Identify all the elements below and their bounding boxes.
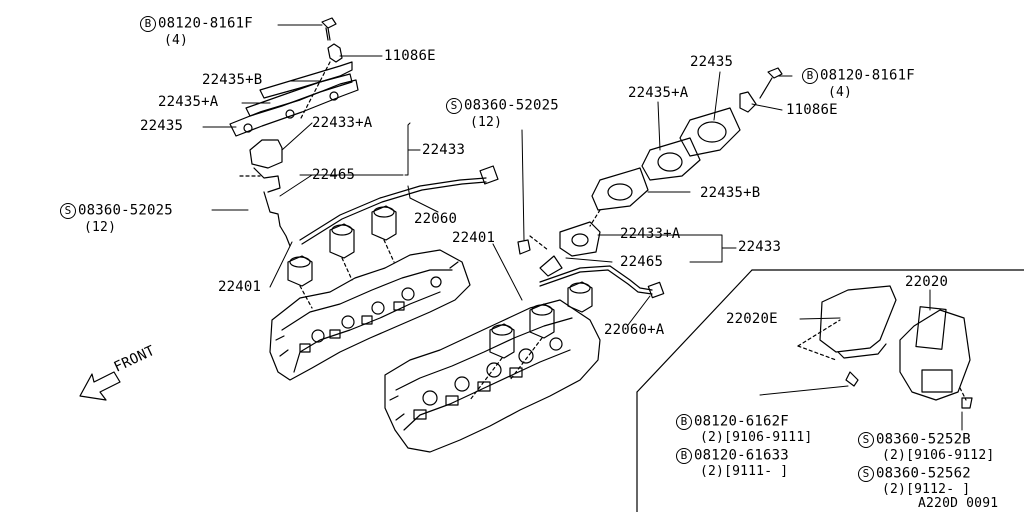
bolt-symbol-icon: B xyxy=(676,448,692,464)
label-sensor-right: 22433 xyxy=(738,239,782,255)
label-sensor-left-a: 22433+A xyxy=(312,115,373,131)
leader-lines xyxy=(202,24,963,431)
label-plug-right: 22401 xyxy=(452,230,496,246)
label-gasket-right-b: 22435+B xyxy=(700,185,761,201)
front-arrow-icon xyxy=(79,371,121,401)
label-bracket-right: 11086E xyxy=(786,102,838,118)
screw-symbol-icon: S xyxy=(446,98,462,114)
label-gasket-left: 22435 xyxy=(140,118,184,134)
screw-symbol-icon: S xyxy=(60,203,76,219)
label-module: 22020 xyxy=(905,274,949,290)
label-drawing-id: A220D 0091 xyxy=(918,496,999,511)
label-connector-left: 22465 xyxy=(312,167,356,183)
label-gasket-right-a: 22435+A xyxy=(628,85,689,101)
label-sensor-left: 22433 xyxy=(422,142,466,158)
left-ignition-coils xyxy=(287,165,499,309)
left-sensor-stack xyxy=(229,17,359,247)
label-bracket-left: 11086E xyxy=(384,48,436,64)
label-harness-right: 22060+A xyxy=(604,322,665,338)
screw-symbol-icon: S xyxy=(858,432,874,448)
label-module-bracket: 22020E xyxy=(726,311,778,327)
bolt-symbol-icon: B xyxy=(140,16,156,32)
screw-symbol-icon: S xyxy=(858,466,874,482)
label-bolt-top-left-qty: (4) xyxy=(164,33,189,48)
right-sensor-stack xyxy=(517,67,783,277)
right-cylinder-head xyxy=(384,299,601,453)
label-bolt-inset-2-detail: (2)[9111- ] xyxy=(700,464,789,479)
bolt-symbol-icon: B xyxy=(802,68,818,84)
label-bolt-inset-1-detail: (2)[9106-9111] xyxy=(700,430,813,445)
right-ignition-coils xyxy=(469,265,665,401)
label-gasket-left-a: 22435+A xyxy=(158,94,219,110)
label-connector-right: 22465 xyxy=(620,254,664,270)
label-screw-left-qty: (12) xyxy=(84,220,117,235)
label-sensor-right-a: 22433+A xyxy=(620,226,681,242)
bolt-symbol-icon: B xyxy=(676,414,692,430)
inset-frame xyxy=(636,269,1024,513)
control-module xyxy=(797,285,973,409)
label-gasket-left-b: 22435+B xyxy=(202,72,263,88)
left-cylinder-head xyxy=(269,249,471,381)
label-bolt-top-right-qty: (4) xyxy=(828,85,853,100)
label-harness-left: 22060 xyxy=(414,211,458,227)
label-screw-top-qty: (12) xyxy=(470,115,503,130)
label-gasket-right: 22435 xyxy=(690,54,734,70)
label-screw-inset-1-detail: (2)[9106-9112] xyxy=(882,448,995,463)
label-plug-left: 22401 xyxy=(218,279,262,295)
label-screw-inset-2-detail: (2)[9112- ] xyxy=(882,482,971,497)
